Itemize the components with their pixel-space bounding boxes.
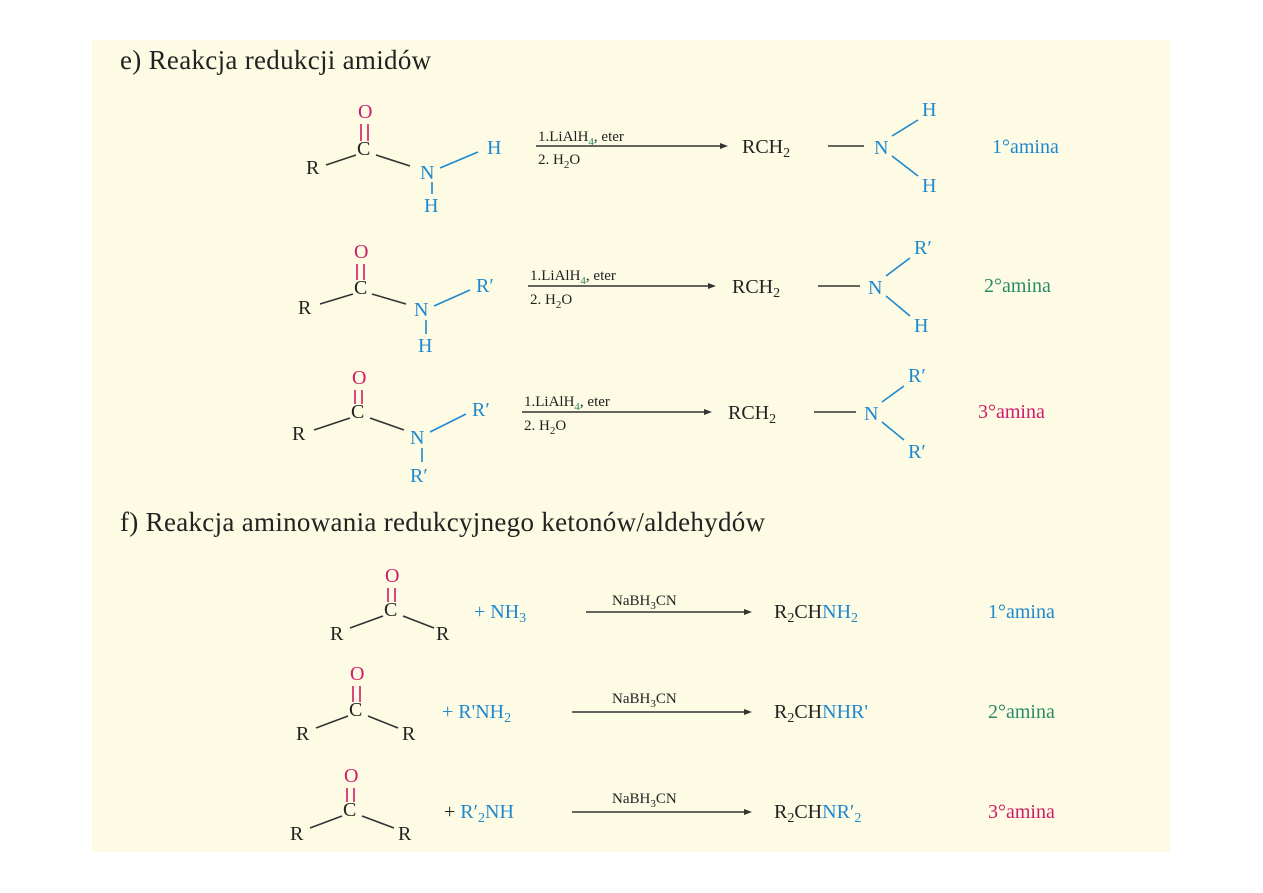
svg-text:RCH2: RCH2 [742,136,790,161]
product-h: H [922,175,936,197]
amine-label: 3°amina [978,401,1045,423]
atom-n: N [414,299,428,321]
plus: + [444,801,460,823]
svg-text:2. H2O: 2. H2O [530,292,572,311]
svg-text:O: O [352,367,366,389]
product-n: N [874,137,888,159]
svg-text:NaBH3CN: NaBH3CN [612,691,677,710]
amine-label: 3°amina [988,801,1055,823]
svg-text:R′: R′ [472,399,490,421]
reaction-e1: O C R N H H 1.LiAlH4, eter 2. H2O RCH2 N… [306,99,1059,217]
atom-h: H [418,335,432,357]
atom-o: O [358,101,372,123]
svg-text:N: N [410,427,424,449]
svg-text:N: N [868,277,882,299]
product-h: H [922,99,936,121]
reagent-2: 2. H [538,152,564,168]
svg-text:C: C [343,799,356,821]
svg-text:R: R [290,823,304,845]
svg-text:R: R [436,623,450,645]
section-f-title: f) Reakcja aminowania redukcyjnego keton… [120,507,766,537]
product-sub: 2 [783,146,790,161]
reaction-scheme: O C R N H H 1.LiAlH4, eter 2. H2O RCH2 N… [290,99,1059,845]
svg-text:R: R [292,423,306,445]
svg-text:NaBH3CN: NaBH3CN [612,791,677,810]
reaction-e3: O C R N R′ R′ 1.LiAlH4, eter 2. H2O RCH2… [292,365,1045,487]
reagent-2-sub: 2 [564,159,570,171]
svg-text:N: N [864,403,878,425]
reagent-1: 1.LiAlH [538,129,589,145]
reagent-2-tail: O [569,152,580,168]
amine-label: 2°amina [988,701,1055,723]
reaction-e2: O C R N R′ H 1.LiAlH4, eter 2. H2O RCH2 … [298,237,1051,357]
svg-text:O: O [344,765,358,787]
svg-text:+ R'NH2: + R'NH2 [442,701,511,726]
svg-text:1.LiAlH4, eter: 1.LiAlH4, eter [538,129,624,148]
atom-c: C [354,277,367,299]
atom-h: H [487,137,501,159]
svg-text:C: C [384,599,397,621]
amine-label: 1°amina [992,136,1059,158]
svg-text:O: O [350,663,364,685]
amine-label: 1°amina [988,601,1055,623]
svg-text:O: O [385,565,399,587]
amine-label: 2°amina [984,275,1051,297]
reaction-f3: O C R R + R′2NH NaBH3CN R2CHNR′2 3°amina [290,765,1055,845]
reaction-f2: O C R R + R'NH2 NaBH3CN R2CHNHR' 2°amina [296,663,1055,745]
svg-text:+ NH3: + NH3 [474,601,526,626]
svg-text:2. H2O: 2. H2O [538,152,580,171]
svg-text:H: H [914,315,928,337]
reagent-1-sub: 4 [588,136,594,148]
svg-text:R: R [330,623,344,645]
svg-text:R′: R′ [410,465,428,487]
atom-o: O [354,241,368,263]
svg-text:1.LiAlH4, eter: 1.LiAlH4, eter [524,394,610,413]
svg-text:R: R [398,823,412,845]
svg-text:+ R′2NH: + R′2NH [444,801,514,826]
atom-r: R [306,157,320,179]
atom-rp: R′ [476,275,494,297]
section-e-title: e) Reakcja redukcji amidów [120,45,432,75]
svg-text:R′: R′ [908,365,926,387]
svg-text:RCH2: RCH2 [728,402,776,427]
svg-text:R′: R′ [908,441,926,463]
reagent-1-tail: , eter [594,129,624,145]
svg-text:R′: R′ [914,237,932,259]
atom-h: H [424,195,438,217]
svg-text:R: R [402,723,416,745]
product-rch: RCH [742,136,783,158]
svg-text:RCH2: RCH2 [732,276,780,301]
svg-text:R2CHNH2: R2CHNH2 [774,601,858,626]
svg-text:R2CHNR′2: R2CHNR′2 [774,801,861,826]
reaction-f1: O C R R + NH3 NaBH3CN R2CHNH2 1°amina [330,565,1055,645]
svg-text:C: C [349,699,362,721]
svg-text:C: C [351,401,364,423]
svg-text:2. H2O: 2. H2O [524,418,566,437]
svg-text:1.LiAlH4, eter: 1.LiAlH4, eter [530,268,616,287]
svg-text:R: R [296,723,310,745]
atom-r: R [298,297,312,319]
atom-c: C [357,138,370,160]
slide: e) Reakcja redukcji amidów f) Reakcja am… [92,40,1170,852]
svg-text:R2CHNHR': R2CHNHR' [774,701,868,726]
svg-text:NaBH3CN: NaBH3CN [612,593,677,612]
atom-n: N [420,162,434,184]
